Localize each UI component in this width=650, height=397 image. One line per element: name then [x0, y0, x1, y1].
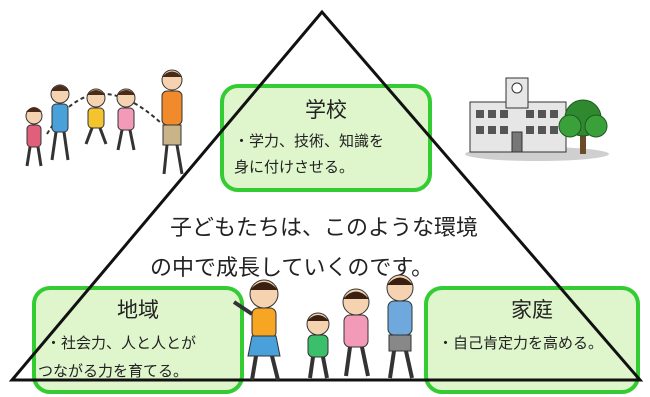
home-title: 家庭: [511, 298, 553, 322]
school-line-2: 身に付けさせる。: [234, 158, 355, 176]
community-box: 地域 ・社会力、人と人とが つながる力を育てる。: [32, 286, 244, 394]
community-line-2: つながる力を育てる。: [38, 362, 189, 380]
walking-children-illustration: [232, 274, 414, 381]
community-title: 地域: [117, 298, 159, 322]
home-box: 家庭 ・自己肯定力を高める。: [424, 286, 640, 394]
school-building-illustration: [465, 77, 609, 161]
community-line-1: ・社会力、人と人とが: [46, 334, 197, 352]
jump-rope-children-illustration: [25, 69, 184, 175]
school-box: 学校 ・学力、技術、知識を 身に付けさせる。: [220, 84, 432, 192]
center-text-line-2: の中で成長していくのです。: [150, 256, 434, 281]
home-line-1: ・自己肯定力を高める。: [438, 334, 604, 352]
school-line-1: ・学力、技術、知識を: [234, 132, 385, 150]
center-text-line-1: 子どもたちは、このような環境: [170, 216, 479, 241]
school-title: 学校: [305, 98, 347, 122]
